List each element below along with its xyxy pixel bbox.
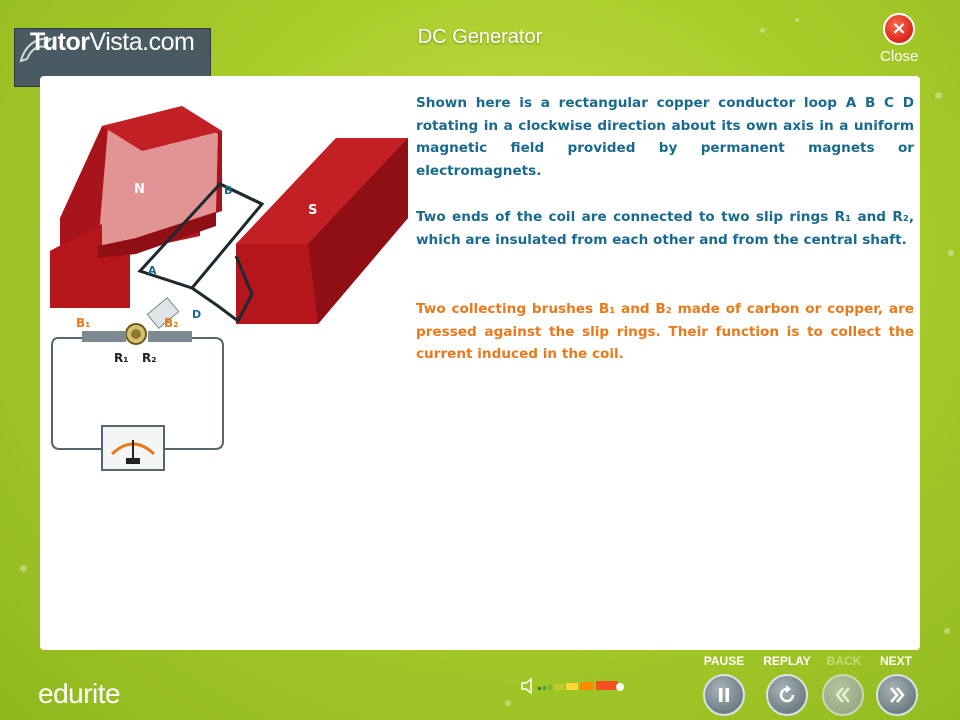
- next-label: NEXT: [879, 654, 912, 668]
- ring-r1-label: R₁: [114, 351, 129, 365]
- south-magnet: [236, 138, 408, 324]
- replay-button[interactable]: [766, 674, 808, 716]
- speaker-icon: [521, 677, 532, 695]
- back-label: BACK: [826, 654, 862, 668]
- volume-knob: [616, 683, 624, 691]
- background-drop: [760, 28, 765, 33]
- pause-icon: [719, 688, 729, 702]
- description-paragraph-1: Shown here is a rectangular copper condu…: [416, 95, 914, 179]
- background-drop: [795, 18, 799, 22]
- background-drop: [948, 250, 954, 256]
- replay-label: REPLAY: [763, 654, 811, 668]
- dolphin-icon: [19, 37, 54, 63]
- replay-icon: [779, 685, 795, 703]
- page-title: DC Generator: [417, 26, 543, 48]
- dc-generator-diagram: N S A B D B₁ B₂ R₁ R₂: [50, 106, 408, 471]
- close-button[interactable]: × Close: [880, 13, 918, 69]
- brush-b1: [82, 331, 126, 342]
- edurite-logo: edurite: [38, 678, 121, 709]
- external-circuit: [51, 337, 224, 450]
- background-drop: [935, 92, 942, 99]
- magnet-s-label: S: [308, 203, 317, 218]
- slip-ring-center: [131, 329, 141, 339]
- close-icon: ×: [883, 13, 915, 45]
- north-magnet: [50, 106, 222, 308]
- brush-b1-label: B₁: [76, 316, 90, 330]
- back-button[interactable]: [822, 674, 864, 716]
- double-chevron-left-icon: [835, 687, 850, 703]
- logo-wordmark: TutorVista.com: [30, 28, 195, 56]
- background-drop: [505, 700, 511, 706]
- shaft: [146, 297, 180, 329]
- brush-b2: [148, 331, 192, 342]
- description-paragraph-2: Two ends of the coil are connected to tw…: [416, 209, 914, 248]
- coil-wire: [191, 182, 263, 324]
- next-button[interactable]: [876, 674, 918, 716]
- background-drop: [20, 565, 27, 572]
- close-label: Close: [880, 48, 919, 65]
- brush-b2-label: B₂: [164, 316, 178, 330]
- ring-r2-label: R₂: [142, 351, 157, 365]
- coil-label-d: D: [192, 308, 201, 321]
- pause-button[interactable]: [703, 674, 745, 716]
- galvanometer: [101, 425, 165, 471]
- coil-label-a: A: [148, 264, 157, 277]
- magnet-n-label: N: [134, 182, 145, 197]
- pause-label: PAUSE: [703, 654, 745, 668]
- double-chevron-right-icon: [890, 687, 905, 703]
- background-drop: [944, 628, 950, 634]
- volume-control[interactable]: [520, 676, 630, 696]
- content-panel: N S A B D B₁ B₂ R₁ R₂ Shown here is a re…: [40, 76, 920, 650]
- coil-label-b: B: [224, 184, 232, 197]
- description-paragraph-3: Two collecting brushes B₁ and B₂ made of…: [416, 301, 914, 362]
